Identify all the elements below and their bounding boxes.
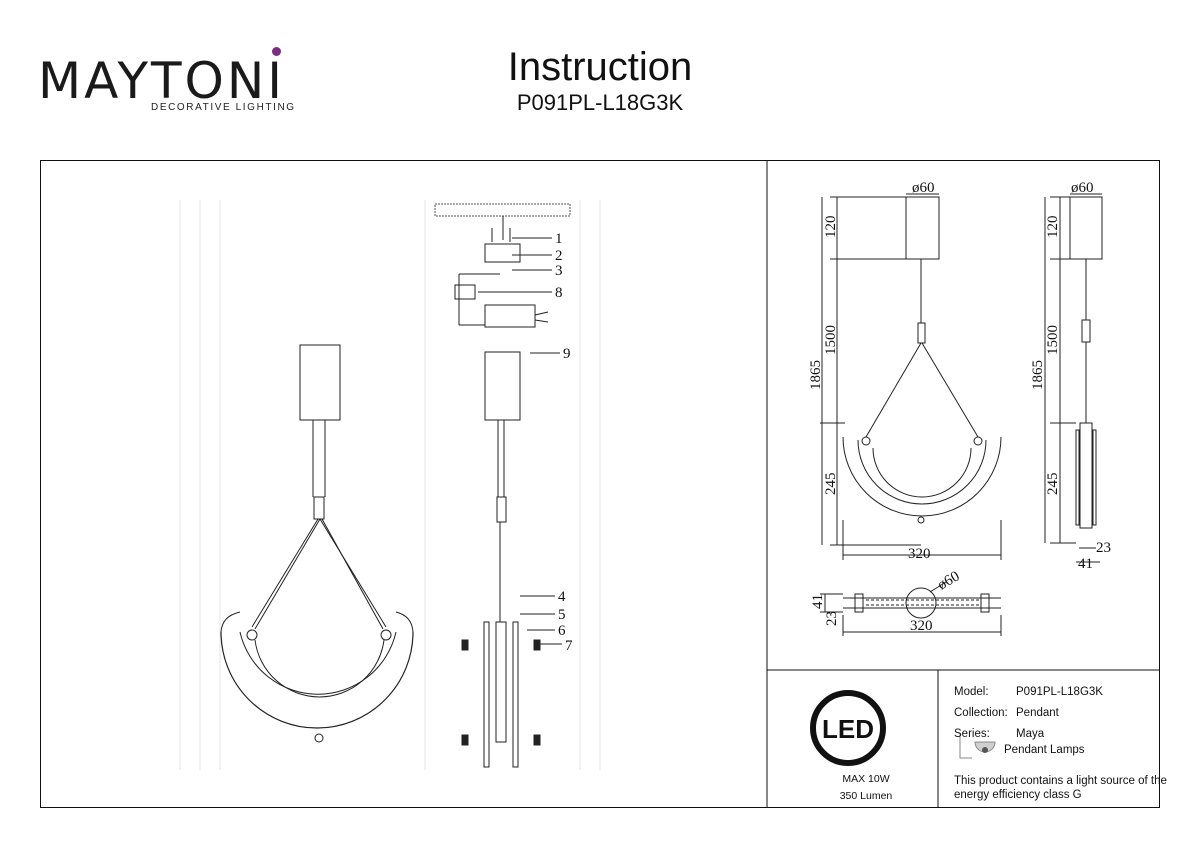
background-hatching <box>179 200 601 770</box>
part-number-label: 3 <box>555 263 563 279</box>
collection-value: Pendant <box>1016 707 1059 719</box>
part-number-label: 6 <box>558 623 566 639</box>
front-view-dimensions: ø60 120 1500 1865 245 320 <box>808 180 935 562</box>
side-dim-ring-height: 245 <box>1045 473 1061 496</box>
part-number-label: 1 <box>555 231 563 247</box>
part-number-labels: 1 2 3 8 9 4 5 6 7 <box>555 231 573 654</box>
cable-clamp <box>313 496 325 520</box>
series-label: Series: <box>954 728 990 740</box>
brand-tagline: DECORATIVE LIGHTING <box>151 102 296 113</box>
lamp-type: Pendant Lamps <box>1004 744 1085 756</box>
part-number-label: 4 <box>558 589 566 605</box>
model-value: P091PL-L18G3K <box>1016 686 1103 698</box>
top-view-drawing <box>820 581 1002 636</box>
brand-logo: MAYTONI <box>38 52 286 110</box>
top-dim-41: 41 <box>810 594 826 609</box>
exploded-view-drawing <box>434 203 571 768</box>
side-view-dimensions: ø60 120 1500 1865 245 23 41 <box>1030 180 1111 572</box>
pendant-lamp-icon <box>959 734 996 759</box>
top-dim-23: 23 <box>824 611 840 626</box>
part-number-label: 8 <box>555 285 563 301</box>
part-number-label: 2 <box>555 248 563 264</box>
part-number-label: 9 <box>563 346 571 362</box>
model-code-heading: P091PL-L18G3K <box>516 90 684 115</box>
dim-width: 320 <box>908 546 931 562</box>
drawing-frame <box>40 160 1160 808</box>
top-dim-width: 320 <box>910 618 933 634</box>
led-badge-icon: LED <box>810 690 886 766</box>
dim-canopy-diameter: ø60 <box>912 180 935 196</box>
assembled-lamp-drawing <box>220 344 414 743</box>
side-dim-cable-length: 1500 <box>1045 325 1061 355</box>
page-title: Instruction <box>507 45 693 89</box>
dim-ring-height: 245 <box>823 473 839 496</box>
canopy <box>299 344 341 421</box>
collection-label: Collection: <box>954 707 1008 719</box>
side-view-drawing <box>1044 193 1103 563</box>
model-label: Model: <box>954 686 989 698</box>
energy-note-line2: energy efficiency class G <box>954 789 1082 801</box>
side-dim-canopy-diameter: ø60 <box>1071 180 1094 196</box>
led-badge-text: LED <box>822 714 874 744</box>
side-dim-canopy-height: 120 <box>1045 216 1061 239</box>
top-view-dimensions: ø60 41 23 320 <box>810 568 962 634</box>
side-dim-depth-inner: 23 <box>1096 540 1111 556</box>
front-view-drawing <box>820 193 1002 560</box>
part-number-label: 7 <box>565 638 573 654</box>
top-dim-canopy-diameter: ø60 <box>935 568 962 593</box>
energy-note-line1: This product contains a light source of … <box>954 775 1167 787</box>
led-max-power: MAX 10W <box>842 773 890 785</box>
brand-logo-dot <box>272 47 281 56</box>
side-dim-total-height: 1865 <box>1030 360 1046 390</box>
side-dim-depth-outer: 41 <box>1078 556 1093 572</box>
dim-cable-length: 1500 <box>823 325 839 355</box>
dim-canopy-height: 120 <box>823 216 839 239</box>
dim-total-height: 1865 <box>808 360 824 390</box>
part-number-label: 5 <box>558 607 566 623</box>
series-value: Maya <box>1016 728 1045 740</box>
led-lumen: 350 Lumen <box>839 790 893 802</box>
